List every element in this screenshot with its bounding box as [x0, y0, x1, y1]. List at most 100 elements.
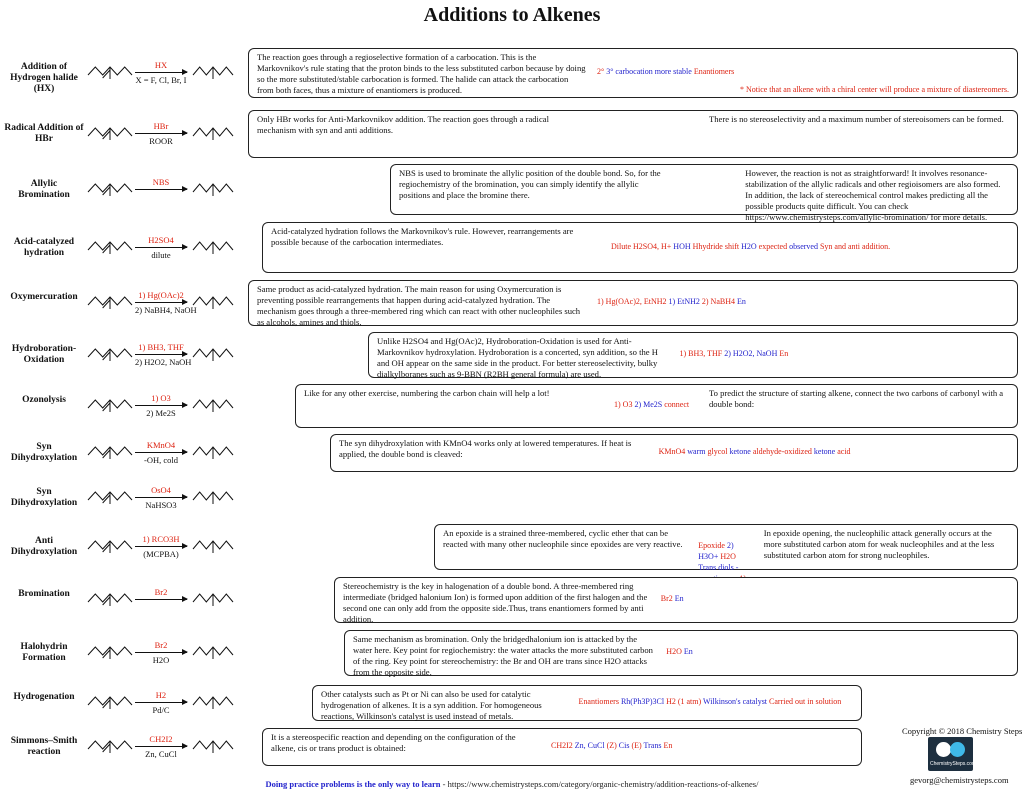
explanation-box: An epoxide is a strained three-membered,…: [434, 524, 1018, 594]
reaction-row: Allylic Bromination NBS NBS is used to bro…: [0, 162, 1024, 222]
mechanism-labels: 1) BH3, THF 2) H2O2, NaOH En: [679, 349, 789, 358]
explanation-text: Other catalysts such as Pt or Ni can als…: [321, 689, 542, 721]
product-structure: [192, 693, 234, 720]
explanation-text: Only HBr works for Anti-Markovnikov addi…: [257, 114, 549, 135]
reaction-name: Syn Dihydroxylation: [10, 487, 78, 508]
reaction-name: Oxymercuration: [10, 292, 78, 302]
product-structure: [192, 488, 234, 515]
explanation-text: Stereochemistry is the key in halogenati…: [343, 581, 648, 624]
copyright: Copyright © 2018 Chemistry Steps: [902, 726, 1023, 736]
reaction-name: Acid-catalyzed hydration: [13, 236, 75, 258]
product-structure: [192, 590, 234, 617]
note-text: * Notice that an alkene with a chiral ce…: [739, 85, 1009, 94]
mechanism-labels: Br2 En: [660, 594, 684, 603]
mechanism-labels: CH2I2 Zn, CuCl (Z) Cis (E) Trans En: [551, 741, 673, 750]
reaction-name: Allylic Bromination: [18, 178, 70, 200]
mechanism-labels: 1) O3 2) Me2S connect: [614, 400, 690, 409]
reaction-name: Addition of Hydrogen halide (HX): [10, 62, 78, 94]
reaction-name: Anti Dihydroxylation: [10, 536, 78, 557]
mechanism-labels: 2° 3° carbocation more stable Enantiomer…: [597, 67, 735, 76]
explanation-box: Like for any other exercise, numbering t…: [295, 384, 1018, 428]
reagent-top: H2: [155, 690, 167, 700]
alkene-structure: [87, 124, 133, 151]
explanation-box: Other catalysts such as Pt or Ni can als…: [312, 685, 862, 721]
reaction-name: Ozonolysis: [22, 395, 66, 405]
reagent-top: 1) RCO3H: [142, 534, 180, 544]
alkene-structure: [87, 293, 133, 320]
email-link[interactable]: gevorg@chemistrysteps.com: [910, 775, 1009, 785]
reaction-arrow: 1) RCO3H (MCPBA): [135, 534, 188, 559]
explanation-text: Unlike H2SO4 and Hg(OAc)2, Hydroboration…: [377, 336, 658, 379]
reaction-row: Syn Dihydroxylation KMnO4-OH, cold The syn…: [0, 432, 1024, 474]
explanation-text-secondary: However, the reaction is not as straight…: [745, 168, 1001, 222]
alkene-structure: [87, 345, 133, 372]
explanation-box: The syn dihydroxylation with KMnO4 works…: [330, 434, 1018, 472]
reagent-bottom: H2O: [152, 655, 170, 665]
explanation-text: Same mechanism as bromination. Only the …: [353, 634, 653, 677]
reaction-name: Syn Dihydroxylation: [10, 442, 78, 463]
alkene-structure: [87, 443, 133, 470]
reagent-bottom: (MCPBA): [143, 549, 179, 559]
alkene-structure: [87, 643, 133, 670]
product-structure: [192, 124, 234, 151]
reagent-bottom: Pd/C: [152, 705, 170, 715]
reaction-arrow: Br2: [135, 587, 188, 602]
footer-lead: Doing practice problems is the only way …: [265, 779, 441, 789]
reagent-top: Br2: [154, 640, 168, 650]
mechanism-labels: Dilute H2SO4, H+ HOH Hhydride shift H2O …: [611, 241, 891, 251]
explanation-box: NBS is used to brominate the allylic pos…: [390, 164, 1018, 222]
explanation-box: Only HBr works for Anti-Markovnikov addi…: [248, 110, 1018, 158]
alkene-structure: [87, 590, 133, 617]
reagent-bottom: 2) NaBH4, NaOH: [135, 305, 197, 315]
reaction-row: Anti Dihydroxylation 1) RCO3H (MCPBA) An ep…: [0, 522, 1024, 594]
reagent-top: Br2: [154, 587, 168, 597]
explanation-text: An epoxide is a strained three-membered,…: [443, 528, 683, 549]
explanation-box: The reaction goes through a regioselecti…: [248, 48, 1018, 98]
alkene-structure: [87, 63, 133, 90]
reagent-top: OsO4: [151, 485, 171, 495]
reaction-row: Bromination Br2 Stereochemistry is the key…: [0, 575, 1024, 625]
footer: Doing practice problems is the only way …: [0, 779, 1024, 789]
explanation-box: It is a stereospecific reaction and depe…: [262, 728, 862, 766]
reagent-top: HBr: [153, 121, 169, 131]
alkene-structure: [87, 537, 133, 564]
product-structure: [192, 345, 234, 372]
reagent-top: HX: [154, 60, 168, 70]
alkene-structure: [87, 238, 133, 265]
reagent-bottom: ROOR: [149, 136, 173, 146]
product-structure: [192, 63, 234, 90]
explanation-box: Stereochemistry is the key in halogenati…: [334, 577, 1018, 624]
alkene-structure: [87, 396, 133, 423]
reagent-top: CH2I2: [149, 734, 173, 744]
product-structure: [192, 537, 234, 564]
explanation-box: Same product as acid-catalyzed hydration…: [248, 280, 1018, 327]
mechanism-labels: H2O En: [666, 647, 693, 656]
footer-url[interactable]: - https://www.chemistrysteps.com/categor…: [440, 779, 759, 789]
reaction-name: Simmons–Smith reaction: [10, 736, 78, 757]
product-structure: [192, 643, 234, 670]
product-structure: [192, 238, 234, 265]
explanation-text: Same product as acid-catalyzed hydration…: [257, 284, 581, 327]
reaction-arrow: NBS: [135, 177, 188, 192]
explanation-text: NBS is used to brominate the allylic pos…: [399, 168, 661, 200]
explanation-text: The reaction goes through a regioselecti…: [257, 52, 586, 95]
reaction-name: Bromination: [18, 589, 70, 599]
reagent-bottom: -OH, cold: [144, 455, 178, 465]
product-structure: [192, 293, 234, 320]
reagent-bottom: Zn, CuCl: [145, 749, 177, 759]
explanation-text-secondary: To predict the structure of starting alk…: [709, 388, 1004, 409]
alkene-structure: [87, 693, 133, 720]
reagent-bottom: dilute: [151, 249, 171, 260]
mechanism-labels: KMnO4 warm glycol ketone aldehyde-oxidiz…: [658, 447, 851, 456]
reaction-arrow: KMnO4-OH, cold: [135, 440, 188, 465]
alkene-structure: [87, 737, 133, 764]
